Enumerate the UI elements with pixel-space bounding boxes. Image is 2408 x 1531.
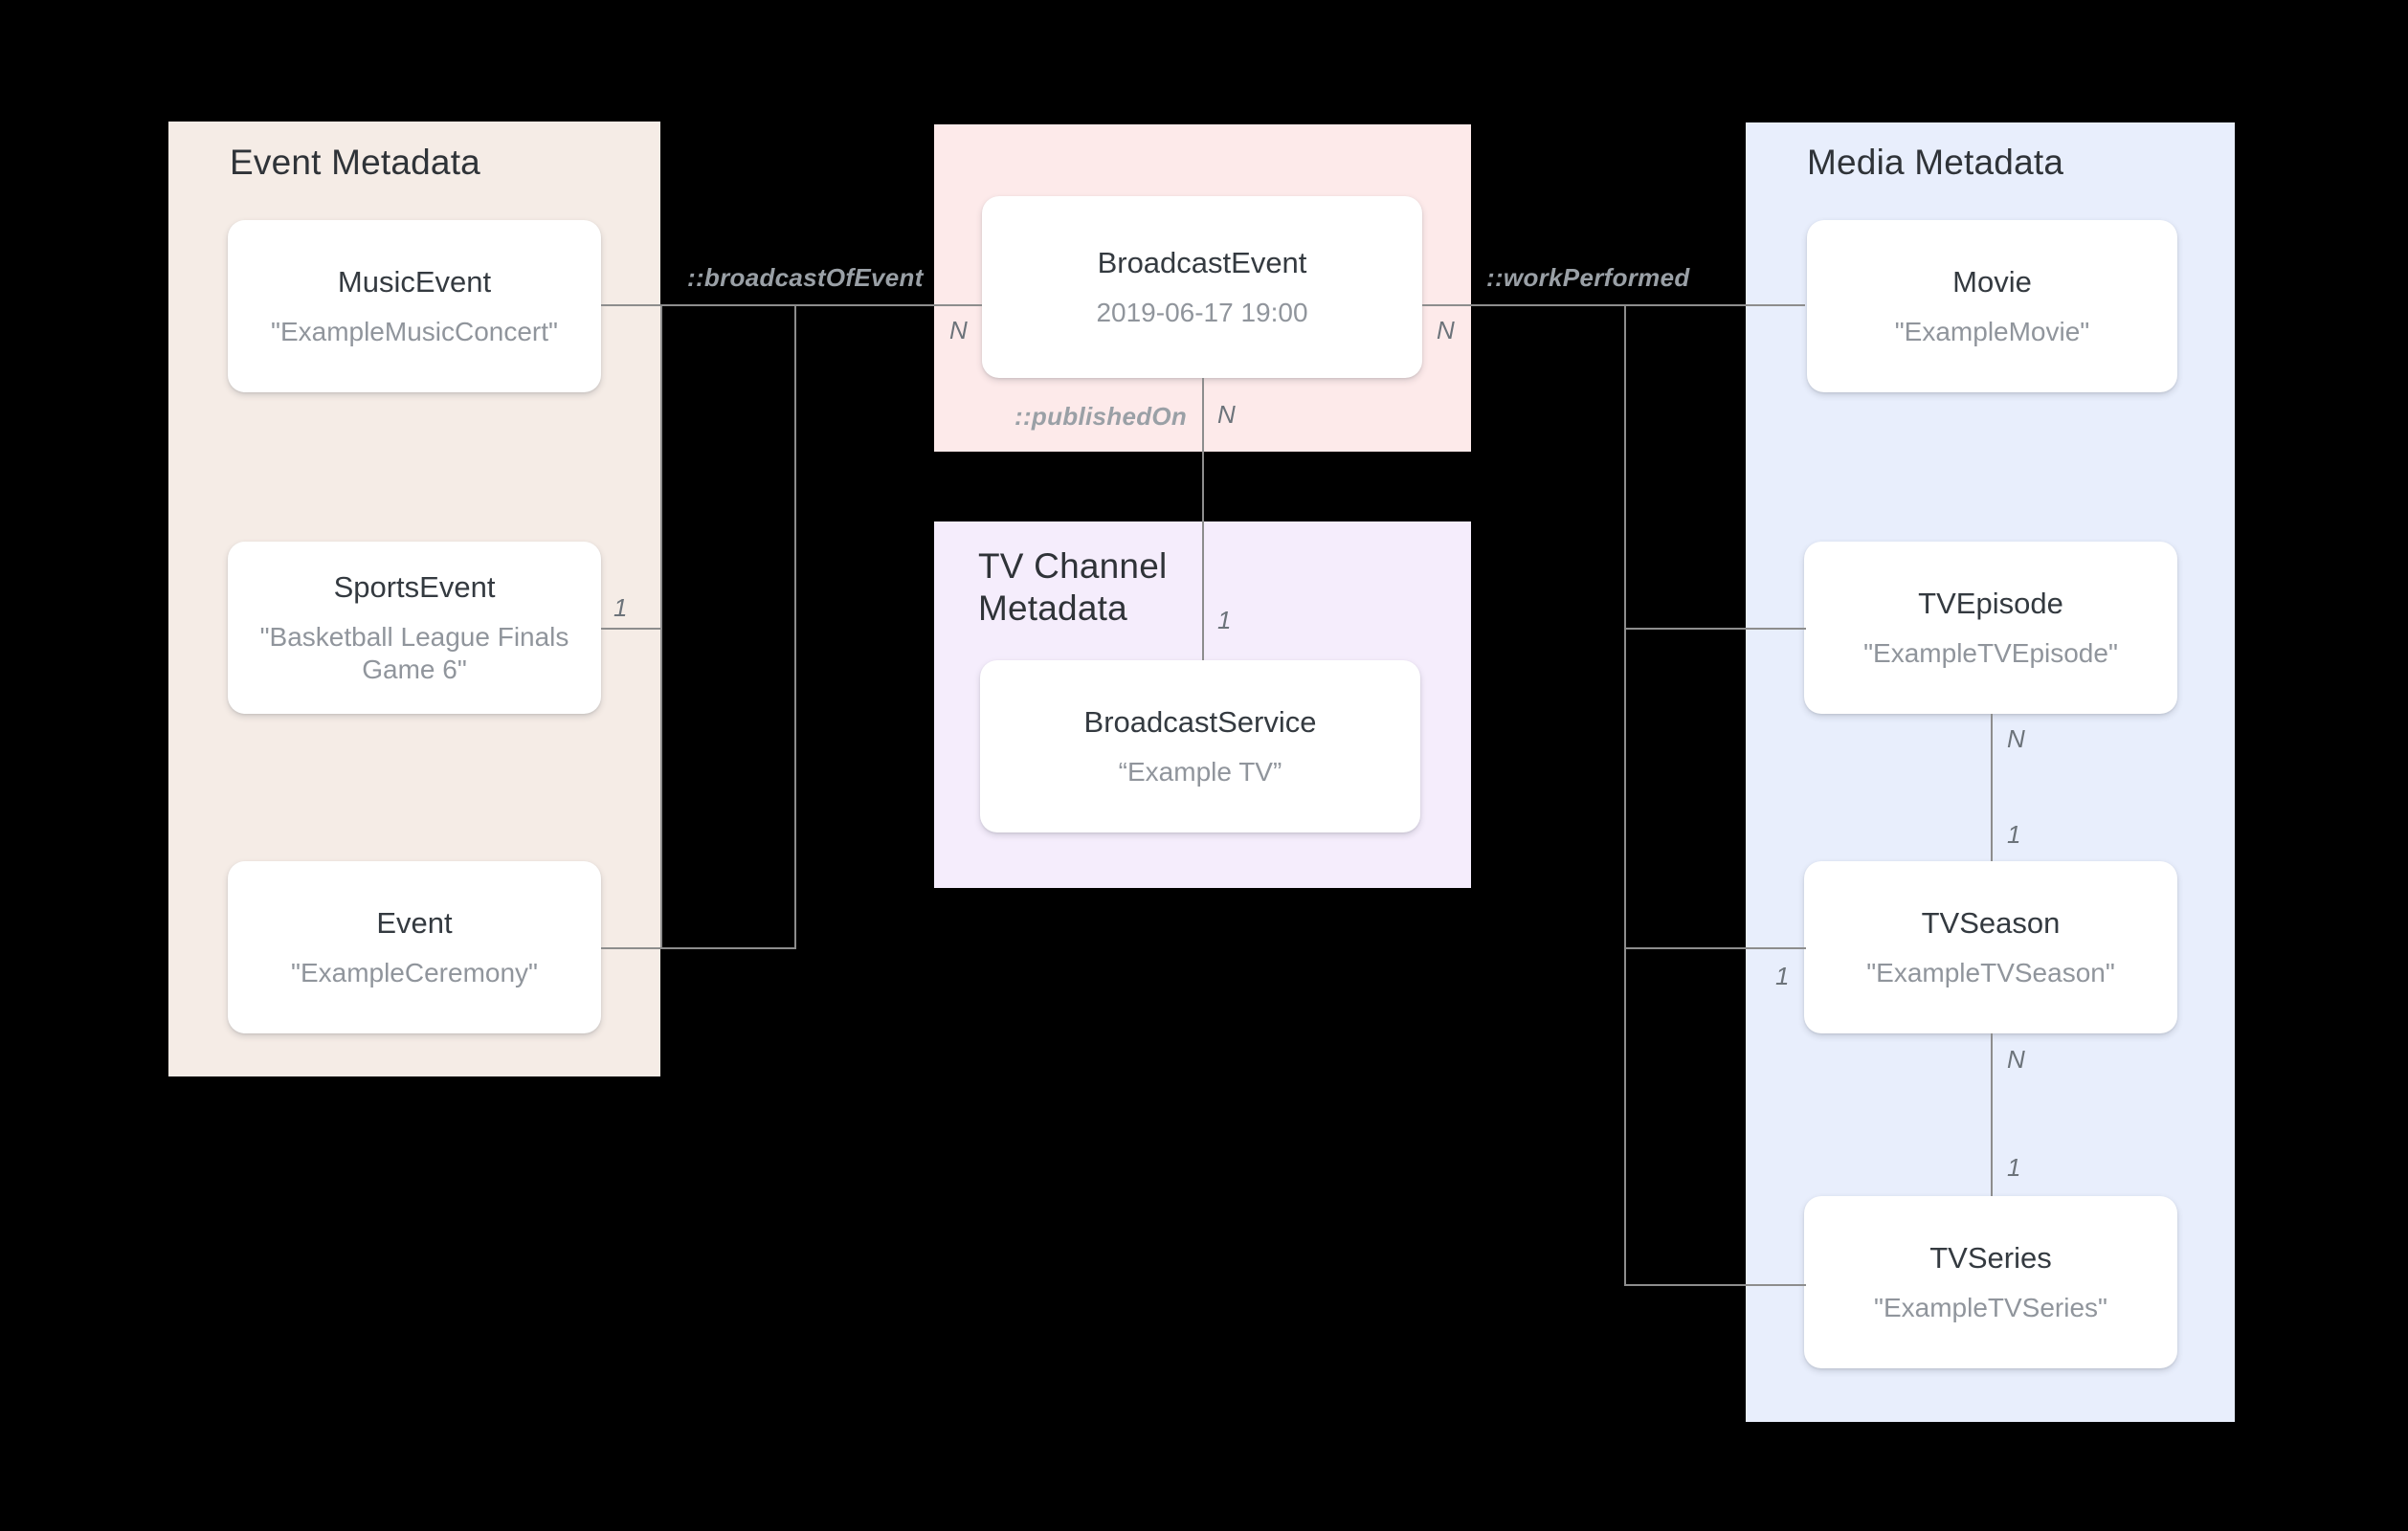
card-title-broadcast-event: BroadcastEvent	[1097, 246, 1307, 279]
relationship-label-work-performed: ::workPerformed	[1486, 263, 1690, 292]
card-value-tv-episode: "ExampleTVEpisode"	[1863, 638, 2118, 668]
card-value-music-event: "ExampleMusicConcert"	[271, 317, 558, 346]
card-value-broadcast-event: 2019-06-17 19:00	[1096, 298, 1308, 327]
card-tv-episode[interactable]: TVEpisode "ExampleTVEpisode"	[1804, 542, 2177, 714]
cardinality-tv-season-bottom: N	[2007, 1045, 2025, 1074]
panel-title-media-metadata: Media Metadata	[1807, 143, 2064, 182]
card-music-event[interactable]: MusicEvent "ExampleMusicConcert"	[228, 220, 601, 392]
card-value-broadcast-service: “Example TV”	[1118, 757, 1282, 787]
cardinality-broadcast-service-top: 1	[1217, 606, 1232, 634]
connector-left-inner-riser	[660, 304, 662, 949]
card-sports-event[interactable]: SportsEvent "Basketball League Finals Ga…	[228, 542, 601, 714]
connector-tv-episode-stub	[1624, 628, 1806, 630]
cardinality-tv-episode-bottom: N	[2007, 724, 2025, 753]
card-value-tv-season: "ExampleTVSeason"	[1866, 958, 2115, 987]
connector-published-on	[1202, 378, 1204, 660]
card-tv-series[interactable]: TVSeries "ExampleTVSeries"	[1804, 1196, 2177, 1368]
connector-tv-season-to-tv-series	[1991, 1033, 1993, 1196]
card-title-broadcast-service: BroadcastService	[1083, 705, 1317, 739]
connector-work-performed-trunk	[1422, 304, 1805, 306]
card-title-tv-series: TVSeries	[1929, 1241, 2052, 1275]
connector-left-outer-riser	[794, 304, 796, 949]
card-title-tv-episode: TVEpisode	[1918, 587, 2063, 620]
relationship-label-broadcast-of-event: ::broadcastOfEvent	[687, 263, 924, 292]
cardinality-tv-season-left: 1	[1775, 962, 1790, 990]
cardinality-tv-season-top: 1	[2007, 820, 2021, 849]
card-title-music-event: MusicEvent	[337, 265, 492, 299]
card-title-event: Event	[376, 906, 453, 940]
card-title-sports-event: SportsEvent	[333, 570, 496, 604]
connector-sports-event-stub	[601, 628, 660, 630]
card-title-tv-season: TVSeason	[1921, 906, 2061, 940]
cardinality-broadcast-event-bottom: N	[1217, 400, 1236, 429]
card-movie[interactable]: Movie "ExampleMovie"	[1807, 220, 2177, 392]
card-tv-season[interactable]: TVSeason "ExampleTVSeason"	[1804, 861, 2177, 1033]
connector-tv-season-stub	[1624, 947, 1806, 949]
panel-title-event-metadata: Event Metadata	[230, 143, 480, 182]
connector-tv-series-stub	[1624, 1284, 1806, 1286]
relationship-label-published-on: ::publishedOn	[1014, 402, 1188, 431]
card-value-movie: "ExampleMovie"	[1894, 317, 2090, 346]
connector-right-riser	[1624, 304, 1626, 1286]
cardinality-broadcast-event-left: N	[949, 316, 968, 344]
card-title-movie: Movie	[1952, 265, 2032, 299]
card-value-event: "ExampleCeremony"	[291, 958, 538, 987]
cardinality-broadcast-event-right: N	[1437, 316, 1455, 344]
card-broadcast-event[interactable]: BroadcastEvent 2019-06-17 19:00	[982, 196, 1422, 378]
cardinality-tv-series-top: 1	[2007, 1153, 2021, 1182]
card-event[interactable]: Event "ExampleCeremony"	[228, 861, 601, 1033]
connector-music-event-stub	[601, 304, 794, 306]
connector-event-stub	[601, 947, 794, 949]
cardinality-sports-event-right: 1	[613, 593, 628, 622]
card-value-tv-series: "ExampleTVSeries"	[1874, 1293, 2107, 1322]
card-value-sports-event: "Basketball League Finals Game 6"	[259, 622, 569, 684]
connector-tv-episode-to-tv-season	[1991, 714, 1993, 861]
panel-title-tv-channel-metadata: TV Channel Metadata	[978, 546, 1168, 628]
card-broadcast-service[interactable]: BroadcastService “Example TV”	[980, 660, 1420, 832]
connector-broadcast-of-event-trunk	[794, 304, 982, 306]
